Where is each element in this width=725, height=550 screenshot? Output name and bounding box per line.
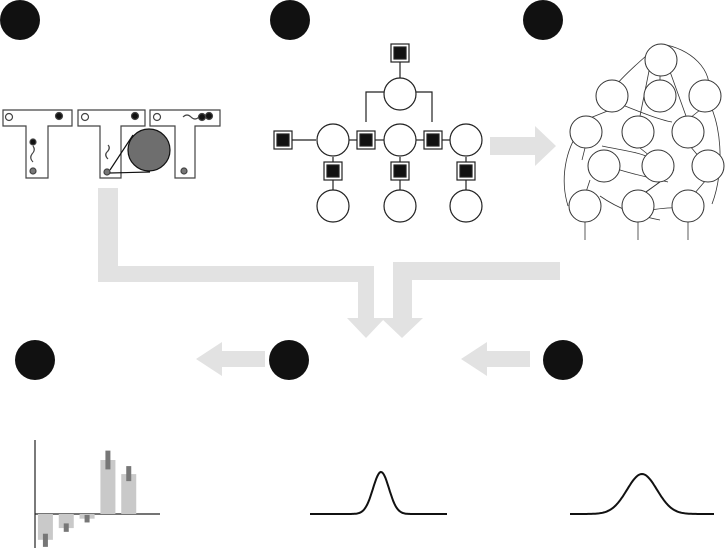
dense-node-12 xyxy=(621,189,655,223)
t-device-1 xyxy=(2,109,73,179)
error-bar-1 xyxy=(42,533,48,547)
t-device-2-zoom-line-b xyxy=(109,171,151,174)
step-badge-bottom-right xyxy=(543,340,583,380)
t-device-2-dark-dot xyxy=(130,111,140,121)
network-node-row2-c xyxy=(449,123,483,157)
network-node-row2-a xyxy=(316,123,350,157)
panel-top-middle xyxy=(273,43,483,223)
t-device-3-bottom-dot xyxy=(180,167,188,175)
network-input-squares xyxy=(273,43,476,181)
dense-node-11 xyxy=(568,189,602,223)
step-badge-bottom-left xyxy=(15,340,55,380)
t-device-3-tail xyxy=(182,114,200,120)
error-bar-3 xyxy=(84,514,90,523)
error-bar-2 xyxy=(63,523,69,532)
dense-node-3 xyxy=(643,79,677,113)
dense-node-1 xyxy=(644,43,678,77)
t-device-3 xyxy=(149,109,221,179)
network-node-top xyxy=(383,77,417,111)
flow-arrow-network-to-network xyxy=(490,126,556,166)
panel-top-left xyxy=(2,109,221,179)
t-device-3-dark-dot-a xyxy=(197,112,207,122)
t-device-3-open-dot xyxy=(152,112,162,122)
panel-bottom-middle-narrow-gaussian-curve xyxy=(310,470,447,515)
t-device-1-open-dot xyxy=(4,112,14,122)
flow-arrow-to-bottom-middle xyxy=(461,342,530,376)
t-device-2-open-dot xyxy=(80,112,90,122)
dense-network-nodes xyxy=(568,43,725,223)
panel-top-right xyxy=(563,43,725,240)
panel-bottom-left-bar-chart xyxy=(34,440,160,548)
t-device-3-dark-dot-b xyxy=(204,111,214,121)
t-device-2-bottom-dot xyxy=(103,168,111,176)
dense-node-10 xyxy=(691,149,725,183)
dense-node-4 xyxy=(688,79,722,113)
dense-node-13 xyxy=(671,189,705,223)
bar-5 xyxy=(121,474,137,514)
step-badge-top-right xyxy=(523,0,563,40)
step-badge-top-middle xyxy=(270,0,310,40)
bar-chart-marks xyxy=(37,450,137,547)
error-bar-5 xyxy=(126,466,132,482)
t-device-2-zoom-line-a xyxy=(109,134,134,171)
dense-node-5 xyxy=(569,115,603,149)
step-badge-top-left xyxy=(0,0,40,40)
dense-node-8 xyxy=(587,149,621,183)
t-device-1-squiggle xyxy=(30,145,35,163)
network-node-row3-b xyxy=(383,189,417,223)
t-device-2-squiggle xyxy=(105,144,110,160)
bar-2 xyxy=(58,514,74,529)
bar-4 xyxy=(100,460,116,514)
network-node-row3-c xyxy=(449,189,483,223)
step-badges xyxy=(0,0,583,380)
panel-bottom-right-wide-gaussian-curve xyxy=(570,472,714,515)
t-device-1-bottom-dot xyxy=(29,167,37,175)
dense-node-9 xyxy=(641,149,675,183)
error-bar-4 xyxy=(105,450,111,470)
dense-node-7 xyxy=(671,115,705,149)
dense-node-6 xyxy=(621,115,655,149)
network-circle-nodes xyxy=(316,77,483,223)
flow-arrow-right-path xyxy=(381,262,560,338)
network-node-row3-a xyxy=(316,189,350,223)
flow-arrows xyxy=(98,126,560,376)
step-badge-bottom-middle xyxy=(269,340,309,380)
flow-arrow-left-path xyxy=(98,188,385,338)
network-node-row2-b xyxy=(383,123,417,157)
flow-arrow-to-bottom-left xyxy=(196,342,265,376)
dense-node-2 xyxy=(595,79,629,113)
network-edges xyxy=(292,62,467,190)
t-device-1-probe-dot xyxy=(29,138,37,146)
t-device-2-zoom-circle xyxy=(127,128,171,172)
bar-1 xyxy=(37,514,53,540)
t-device-1-dark-dot xyxy=(54,111,64,121)
t-device-2 xyxy=(77,109,146,179)
